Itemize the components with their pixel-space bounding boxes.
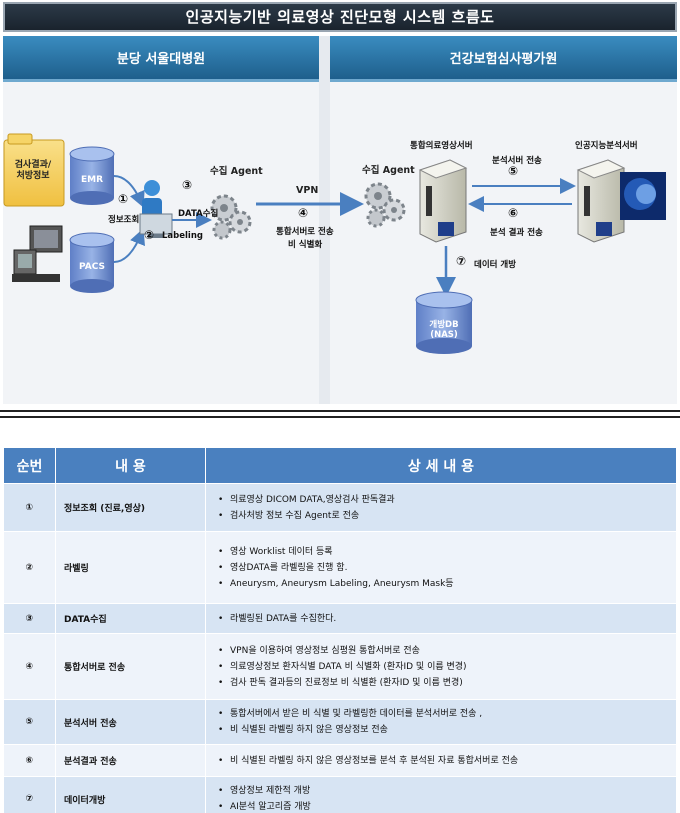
row-number: ③ <box>3 603 56 634</box>
step6-number: ⑥ <box>508 206 519 220</box>
row-number: ① <box>3 483 56 532</box>
table-row: ③ DATA수집 라벨링된 DATA를 수집한다. <box>3 603 677 634</box>
header-content: 내 용 <box>55 447 206 484</box>
row-number: ② <box>3 531 56 604</box>
page-title: 인공지능기반 의료영상 진단모형 시스템 흐름도 <box>3 2 677 32</box>
divider-bottom <box>0 416 680 418</box>
folder-label-line2: 처방정보 <box>16 171 50 181</box>
folder-label-line1: 검사결과/ <box>14 160 52 170</box>
step3-number: ③ <box>182 178 193 192</box>
emr-database-icon <box>69 146 115 205</box>
left-panel-title: 분당 서울대병원 <box>3 36 319 82</box>
row-content: 분석결과 전송 <box>55 744 206 777</box>
step3-label: DATA수집 <box>178 209 219 219</box>
step5-number: ⑤ <box>508 164 519 178</box>
open-db-label-line2: (NAS) <box>430 330 458 340</box>
collect-agent-right-label: 수집 Agent <box>362 165 415 176</box>
open-db-label: 개방DB (NAS) <box>420 318 468 340</box>
detail-item: 검사처방 정보 수집 Agent로 전송 <box>218 509 676 523</box>
row-details: 의료영상 DICOM DATA,영상검사 판독결과 검사처방 정보 수집 Age… <box>205 483 677 532</box>
detail-item: 통합서버에서 받은 비 식별 및 라벨링한 데이터를 분석서버로 전송 , <box>218 707 676 721</box>
row-details: 라벨링된 DATA를 수집한다. <box>205 603 677 634</box>
folder-icon <box>3 133 65 207</box>
table-row: ④ 통합서버로 전송 VPN을 이용하여 영상정보 심평원 통합서버로 전송 의… <box>3 633 677 700</box>
flow-diagram: 분당 서울대병원 건강보험심사평가원 <box>0 36 680 406</box>
table-header-row: 순번 내 용 상 세 내 용 <box>3 447 677 484</box>
detail-item: 검사 판독 결과등의 진료정보 비 식별환 (환자ID 및 이름 변경) <box>218 676 676 690</box>
row-details: 통합서버에서 받은 비 식별 및 라벨링한 데이터를 분석서버로 전송 , 비 … <box>205 699 677 745</box>
detail-item: Aneurysm, Aneurysm Labeling, Aneurysm Ma… <box>218 577 676 591</box>
row-details: 영상정보 제한적 개방 AI분석 알고리즘 개방 <box>205 776 677 813</box>
row-details: 비 식별된 라벨링 하지 않은 영상정보를 분석 후 분석된 자료 통합서버로 … <box>205 744 677 777</box>
row-content: DATA수집 <box>55 603 206 634</box>
emr-label: EMR <box>80 175 104 185</box>
pacs-label: PACS <box>79 262 105 272</box>
row-number: ⑥ <box>3 744 56 777</box>
table-row: ② 라벨링 영상 Worklist 데이터 등록 영상DATA를 라벨링을 진행… <box>3 531 677 604</box>
detail-item: 영상DATA를 라벨링을 진행 함. <box>218 561 676 575</box>
step6-label: 분석 결과 전송 <box>490 228 543 238</box>
step5-label: 분석서버 전송 <box>492 156 542 166</box>
detail-item: 비 식별된 라벨링 하지 않은 영상정보를 분석 후 분석된 자료 통합서버로 … <box>218 754 676 768</box>
row-number: ⑦ <box>3 776 56 813</box>
network-gap <box>319 36 330 404</box>
table-row: ① 정보조회 (진료,영상) 의료영상 DICOM DATA,영상검사 판독결과… <box>3 483 677 532</box>
row-content: 정보조회 (진료,영상) <box>55 483 206 532</box>
row-number: ⑤ <box>3 699 56 745</box>
row-content: 라벨링 <box>55 531 206 604</box>
ai-server-label: 인공지능분석서버 <box>575 141 638 151</box>
step1-number: ① <box>118 192 129 206</box>
folder-label: 검사결과/ 처방정보 <box>8 160 58 182</box>
step7-label: 데이터 개방 <box>474 260 517 270</box>
step2-label: Labeling <box>162 231 203 241</box>
open-db-label-line1: 개방DB <box>429 320 459 330</box>
workstation-icon <box>12 225 63 282</box>
table-row: ⑥ 분석결과 전송 비 식별된 라벨링 하지 않은 영상정보를 분석 후 분석된… <box>3 744 677 777</box>
operator-icon <box>139 180 173 238</box>
row-content: 분석서버 전송 <box>55 699 206 745</box>
detail-item: 영상 Worklist 데이터 등록 <box>218 545 676 559</box>
step4-number: ④ <box>298 206 309 220</box>
header-seq: 순번 <box>3 447 56 484</box>
step4-label-line2: 비 식별화 <box>288 240 323 250</box>
divider-top <box>0 410 680 412</box>
ai-analysis-server-icon <box>576 159 666 243</box>
integrated-server-label: 통합의료영상서버 <box>410 141 473 151</box>
flow-graphics <box>3 133 666 354</box>
detail-item: 비 식별된 라벨링 하지 않은 영상정보 전송 <box>218 723 676 737</box>
open-db-nas-icon <box>415 291 473 354</box>
collect-agent-right-gear-icon <box>364 182 406 228</box>
row-details: VPN을 이용하여 영상정보 심평원 통합서버로 전송 의료영상정보 환자식별 … <box>205 633 677 700</box>
table-row: ⑦ 데이터개방 영상정보 제한적 개방 AI분석 알고리즘 개방 <box>3 776 677 813</box>
step2-number: ② <box>144 228 155 242</box>
row-details: 영상 Worklist 데이터 등록 영상DATA를 라벨링을 진행 함. An… <box>205 531 677 604</box>
process-detail-table: 순번 내 용 상 세 내 용 ① 정보조회 (진료,영상) 의료영상 DICOM… <box>3 447 677 813</box>
pacs-database-icon <box>69 232 115 293</box>
row-content: 통합서버로 전송 <box>55 633 206 700</box>
detail-item: VPN을 이용하여 영상정보 심평원 통합서버로 전송 <box>218 644 676 658</box>
header-details: 상 세 내 용 <box>205 447 677 484</box>
detail-item: 의료영상 DICOM DATA,영상검사 판독결과 <box>218 493 676 507</box>
integrated-server-icon <box>418 159 468 243</box>
step4-label-line1: 통합서버로 전송 <box>276 227 334 237</box>
row-number: ④ <box>3 633 56 700</box>
step1-label: 정보조회 <box>108 215 140 225</box>
right-panel-title: 건강보험심사평가원 <box>330 36 677 82</box>
collect-agent-left-gear-icon <box>210 194 252 240</box>
step7-number: ⑦ <box>456 254 467 268</box>
detail-item: 의료영상정보 환자식별 DATA 비 식별화 (환자ID 및 이름 변경) <box>218 660 676 674</box>
collect-agent-left-label: 수집 Agent <box>210 166 263 177</box>
table-row: ⑤ 분석서버 전송 통합서버에서 받은 비 식별 및 라벨링한 데이터를 분석서… <box>3 699 677 745</box>
detail-item: 영상정보 제한적 개방 <box>218 784 676 798</box>
vpn-label: VPN <box>296 185 319 196</box>
detail-item: AI분석 알고리즘 개방 <box>218 800 676 813</box>
detail-item: 라벨링된 DATA를 수집한다. <box>218 612 676 626</box>
row-content: 데이터개방 <box>55 776 206 813</box>
